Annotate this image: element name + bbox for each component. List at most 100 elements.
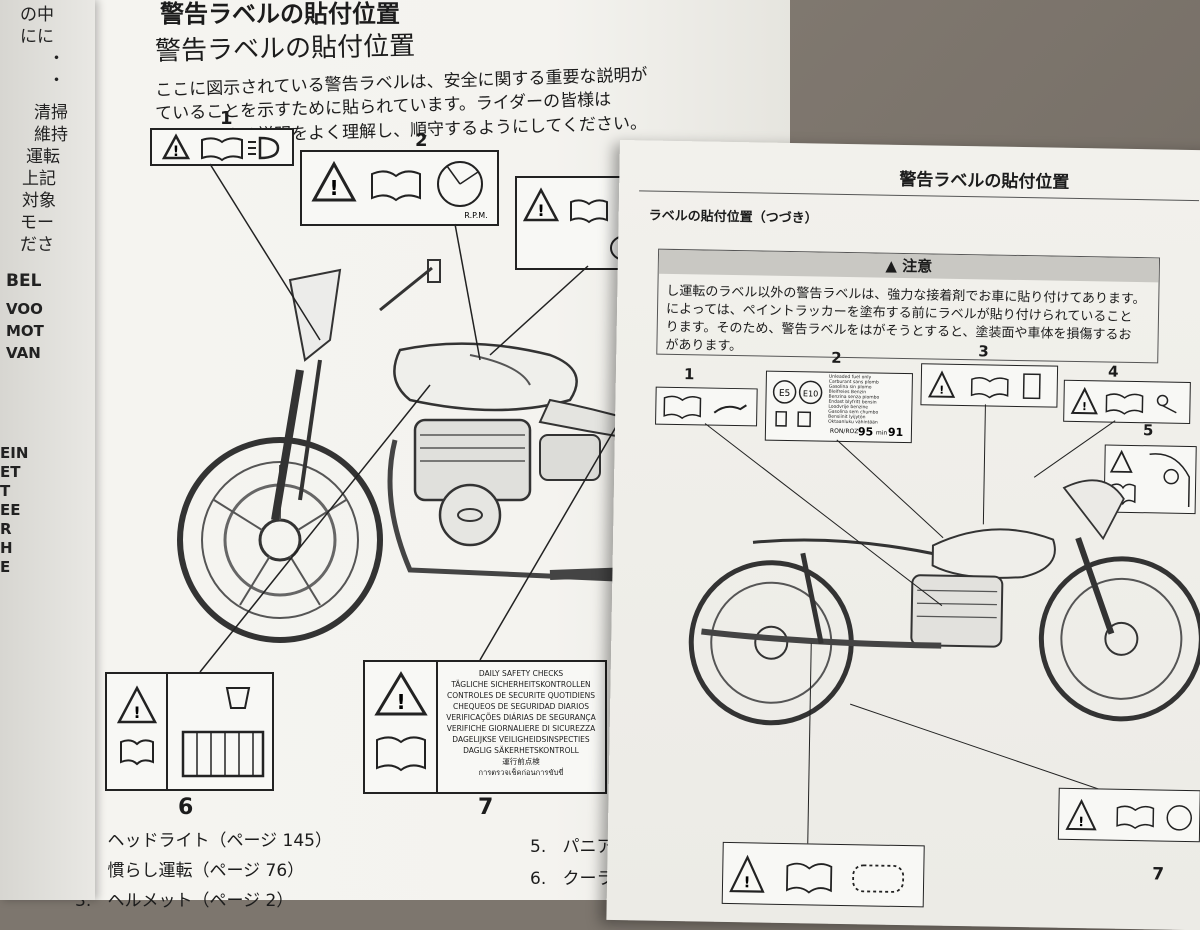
manual-book-icon bbox=[120, 739, 154, 766]
label-7-box: ! DAILY SAFETY CHECKS TÄGLICHE SICHERHEI… bbox=[363, 660, 607, 794]
coolant-jug-icon bbox=[225, 687, 251, 709]
pannier-icon bbox=[852, 864, 905, 893]
warning-triangle-icon bbox=[1109, 449, 1133, 473]
right-label-1-box bbox=[655, 386, 758, 427]
svg-text:min: min bbox=[876, 430, 888, 437]
warning-triangle-icon bbox=[161, 133, 191, 160]
svg-text:!: ! bbox=[1078, 815, 1084, 830]
svg-text:E10: E10 bbox=[803, 389, 818, 398]
label-number-2: 2 bbox=[831, 348, 842, 367]
manual-book-icon bbox=[663, 395, 702, 420]
front-fork bbox=[271, 369, 304, 521]
warning-triangle-icon bbox=[374, 671, 428, 716]
label-7-icons: ! bbox=[374, 662, 438, 792]
left-page-title: 警告ラベルの貼付位置 bbox=[154, 31, 416, 67]
radiator-icon bbox=[181, 730, 265, 778]
edge-page: の中 にに ・ ・ 清掃 維持 運転 上記 対象 モー ださ BEL VOO M… bbox=[0, 0, 95, 900]
svg-text:95: 95 bbox=[858, 425, 874, 438]
e5-icon bbox=[772, 380, 797, 404]
svg-text:!: ! bbox=[396, 690, 405, 714]
label-1-icons: ! bbox=[161, 133, 280, 162]
svg-text:!: ! bbox=[537, 201, 544, 220]
panel-icon bbox=[1149, 453, 1190, 507]
edge-bold-column: BEL VOO MOT VAN bbox=[6, 271, 44, 362]
label-number-1: 1 bbox=[683, 365, 695, 384]
svg-text:RON/ROZ: RON/ROZ bbox=[830, 428, 859, 435]
manual-book-icon bbox=[371, 170, 421, 202]
caution-header: ▲ 注意 bbox=[658, 249, 1160, 283]
mirror-icon bbox=[1156, 394, 1169, 407]
right-label-7-box: ! bbox=[1057, 787, 1200, 843]
manual-book-icon bbox=[786, 862, 833, 894]
right-label-4-box: ! bbox=[1063, 379, 1191, 424]
label-number-7: 7 bbox=[478, 795, 494, 820]
manual-book-icon bbox=[376, 736, 426, 772]
svg-text:91: 91 bbox=[888, 426, 904, 439]
label-6-box: ! bbox=[105, 672, 274, 791]
warning-triangle-icon bbox=[311, 160, 357, 202]
warning-triangle-icon bbox=[927, 370, 956, 398]
svg-text:!: ! bbox=[329, 176, 338, 200]
front-tire bbox=[1038, 556, 1200, 722]
manual-book-icon bbox=[970, 376, 1009, 399]
caution-line: があります。 bbox=[665, 337, 743, 355]
list-item: 2. 慣らし運転（ページ 76） bbox=[75, 861, 305, 881]
svg-text:!: ! bbox=[1082, 400, 1087, 413]
label-number-3: 3 bbox=[978, 342, 989, 361]
label-2-icons: ! R.P.M. bbox=[311, 160, 488, 220]
svg-text:!: ! bbox=[173, 144, 179, 160]
label-number-2: 2 bbox=[415, 130, 428, 151]
engine-cover bbox=[438, 483, 502, 547]
caution-title: 注意 bbox=[902, 256, 933, 276]
right-label-3-box: ! bbox=[920, 363, 1059, 408]
tachometer-icon bbox=[437, 161, 483, 207]
side-panel bbox=[539, 434, 601, 481]
svg-text:!: ! bbox=[939, 384, 944, 397]
label-number-4: 4 bbox=[1107, 362, 1119, 381]
warning-triangle-icon bbox=[1065, 798, 1097, 831]
windscreen bbox=[1062, 479, 1125, 541]
label-6-icons: ! bbox=[116, 674, 265, 789]
fuel-pump-icon bbox=[775, 411, 788, 427]
label-2-box: ! R.P.M. bbox=[300, 150, 499, 226]
right-page: 警告ラベルの貼付位置 ラベルの貼付位置（つづき） ▲ 注意 し運転のラベル以外の… bbox=[606, 140, 1200, 930]
e10-icon bbox=[798, 380, 823, 405]
rpm-text: R.P.M. bbox=[464, 211, 487, 220]
svg-text:!: ! bbox=[743, 873, 750, 891]
label-number-1: 1 bbox=[220, 108, 233, 129]
daily-checks-text: DAILY SAFETY CHECKS TÄGLICHE SICHERHEITS… bbox=[446, 669, 596, 777]
svg-text:E5: E5 bbox=[779, 389, 791, 399]
right-label-2-box: E5 E10 RON/ROZ 95 min 91 Unleaded fuel o… bbox=[764, 370, 913, 444]
oil-can-icon bbox=[713, 404, 747, 414]
edge-text-column: の中 にに ・ ・ 清掃 維持 運転 上記 対象 モー ださ bbox=[20, 5, 68, 255]
headlight-icon bbox=[258, 136, 280, 160]
warning-triangle-icon bbox=[116, 685, 158, 724]
rear-shock bbox=[800, 552, 824, 645]
list-item: 1. ヘッドライト（ページ 145） bbox=[75, 831, 332, 851]
manual-book-icon bbox=[1116, 805, 1155, 830]
left-page-heading: 警告ラベルの貼付位置 bbox=[160, 0, 400, 28]
manual-book-icon bbox=[570, 199, 608, 224]
right-page-header: 警告ラベルの貼付位置 bbox=[899, 169, 1070, 193]
caution-box: ▲ 注意 し運転のラベル以外の警告ラベルは、強力な接着剤でお車に貼り付けてありま… bbox=[656, 248, 1161, 364]
warning-triangle-icon bbox=[729, 854, 765, 893]
label-number-6: 6 bbox=[178, 795, 194, 820]
engine-block bbox=[910, 574, 1004, 648]
right-page-subheader: ラベルの貼付位置（つづき） bbox=[648, 208, 818, 227]
caution-triangle-icon: ▲ bbox=[885, 256, 898, 275]
fuel-text-block: Unleaded fuel only Carburant sans plomb … bbox=[828, 374, 880, 426]
seat bbox=[752, 538, 944, 558]
manual-book-icon bbox=[201, 137, 243, 162]
front-fork bbox=[1075, 537, 1115, 635]
warning-triangle-icon bbox=[1070, 386, 1098, 415]
label-1-box: ! bbox=[150, 128, 294, 166]
right-label-6-box: ! bbox=[721, 841, 925, 908]
list-item: 3. ヘルメット（ページ 2） bbox=[75, 891, 294, 911]
windscreen bbox=[288, 268, 342, 362]
mirror-stem bbox=[379, 266, 433, 312]
motorcycle-illustration-right bbox=[688, 479, 1200, 726]
exhaust-pipe bbox=[701, 628, 942, 649]
fuel-pump-icon bbox=[1022, 373, 1041, 400]
label-number-7: 7 bbox=[1152, 864, 1165, 885]
